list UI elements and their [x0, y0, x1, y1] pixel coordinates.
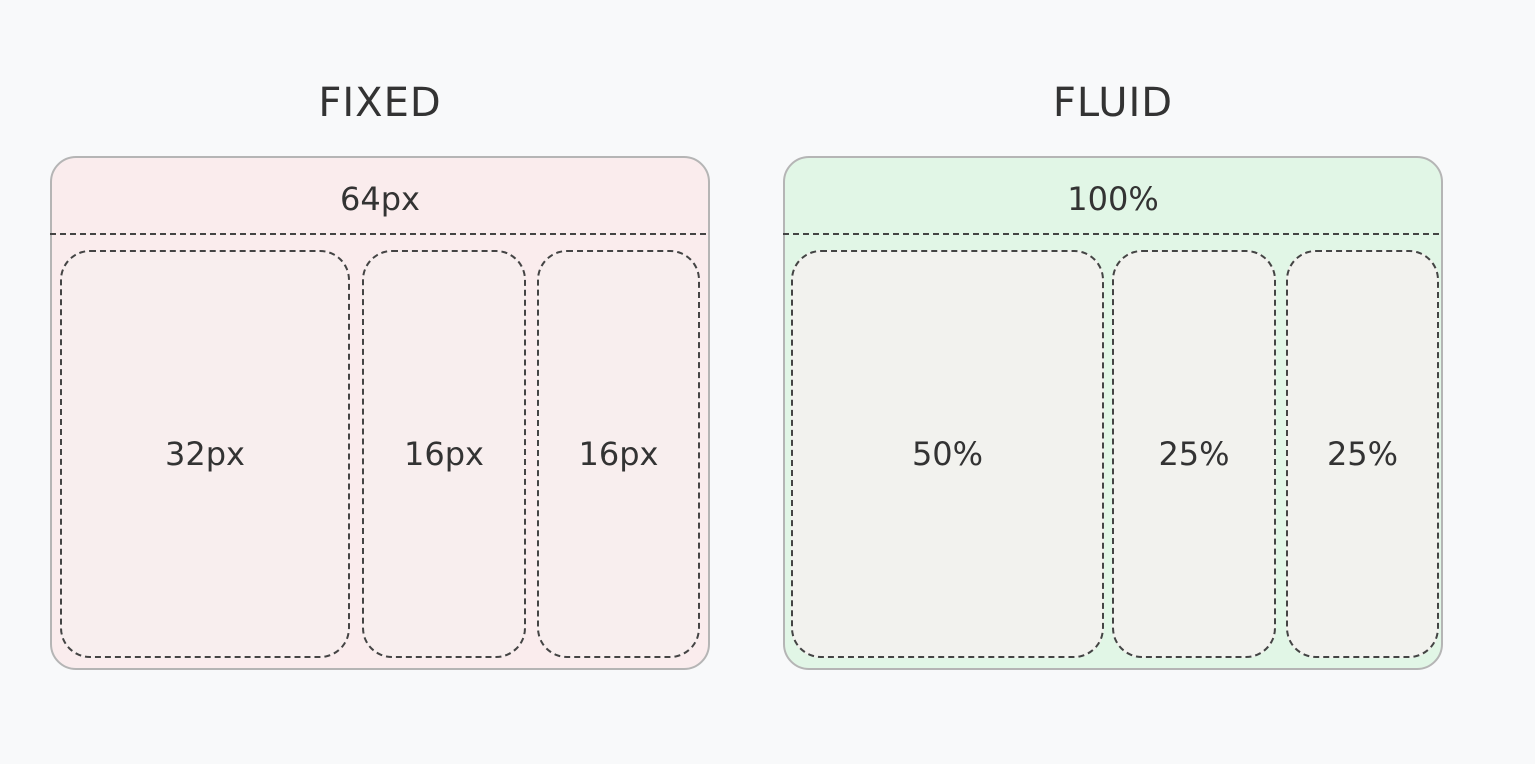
- fixed-column-2: 16px: [362, 250, 526, 658]
- fixed-column-3-label: 16px: [578, 435, 659, 473]
- fluid-column-2: 25%: [1112, 250, 1276, 658]
- fixed-column-3: 16px: [537, 250, 700, 658]
- fixed-column-2-label: 16px: [404, 435, 484, 473]
- fixed-column-1: 32px: [60, 250, 350, 658]
- fixed-total-divider: [50, 233, 706, 235]
- fixed-title: FIXED: [318, 80, 442, 126]
- fluid-column-1: 50%: [791, 250, 1104, 658]
- fixed-column-1-label: 32px: [165, 435, 245, 473]
- fixed-diagram: FIXED 64px 32px 16px 16px: [40, 0, 720, 764]
- fluid-total-divider: [783, 233, 1439, 235]
- fluid-column-3-label: 25%: [1326, 435, 1399, 473]
- fluid-title: FLUID: [1052, 80, 1174, 126]
- fluid-total-width-label: 100%: [1067, 180, 1159, 218]
- fixed-total-width-label: 64px: [340, 180, 420, 218]
- fluid-diagram: FLUID 100% 50% 25% 25%: [773, 0, 1453, 764]
- fluid-column-1-label: 50%: [911, 435, 984, 473]
- fluid-column-2-label: 25%: [1158, 435, 1230, 473]
- fluid-column-3: 25%: [1286, 250, 1439, 658]
